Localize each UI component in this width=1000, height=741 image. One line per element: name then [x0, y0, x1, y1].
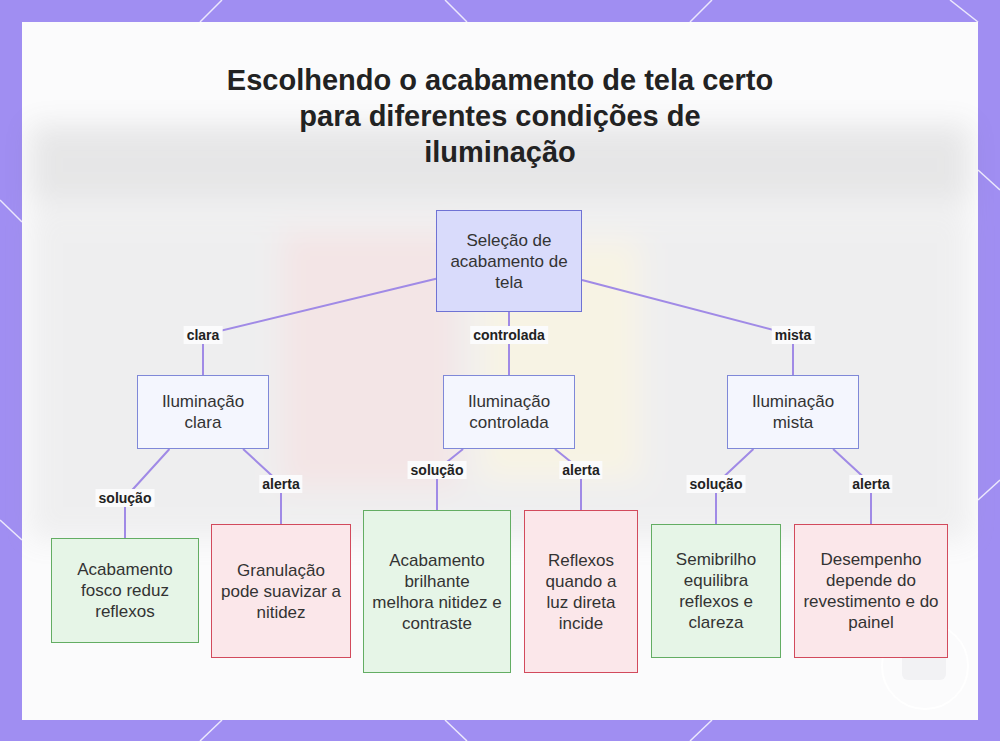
- edge-label: alerta: [849, 475, 892, 493]
- connector-line: [582, 280, 793, 375]
- category-box: Iluminação clara: [137, 375, 269, 449]
- edge-label: alerta: [559, 461, 602, 479]
- node-text: Iluminação controlada: [452, 391, 566, 433]
- node-text: Acabamento fosco reduz reflexos: [60, 559, 190, 622]
- category-box: Iluminação mista: [727, 375, 859, 449]
- connector-line: [203, 279, 436, 375]
- node-text: Seleção de acabamento de tela: [445, 230, 573, 293]
- node-text: Iluminação mista: [736, 391, 850, 433]
- connector-line: [555, 449, 581, 510]
- root-box: Seleção de acabamento de tela: [436, 210, 582, 312]
- edge-label: clara: [184, 326, 223, 344]
- category-box: Iluminação controlada: [443, 375, 575, 449]
- diagram-title: Escolhendo o acabamento de tela certo pa…: [220, 62, 780, 170]
- solution-box: Semibrilho equilibra reflexos e clareza: [651, 524, 781, 658]
- edge-label: solução: [687, 475, 746, 493]
- solution-box: Acabamento brilhante melhora nitidez e c…: [363, 510, 511, 673]
- edge-label: mista: [772, 326, 815, 344]
- edge-label: solução: [96, 489, 155, 507]
- edge-label: controlada: [470, 326, 548, 344]
- alert-box: Desempenho depende do revestimento e do …: [794, 524, 948, 658]
- alert-box: Reflexos quando a luz direta incide: [524, 510, 638, 673]
- blurred-backdrop: [30, 125, 970, 540]
- connector-line: [437, 449, 463, 510]
- node-text: Acabamento brilhante melhora nitidez e c…: [372, 550, 502, 634]
- alert-box: Granulação pode suavizar a nitidez: [211, 524, 351, 658]
- node-text: Desempenho depende do revestimento e do …: [803, 549, 939, 633]
- node-text: Reflexos quando a luz direta incide: [533, 550, 629, 634]
- solution-box: Acabamento fosco reduz reflexos: [51, 538, 199, 643]
- edge-label: alerta: [259, 475, 302, 493]
- node-text: Semibrilho equilibra reflexos e clareza: [660, 549, 772, 633]
- node-text: Iluminação clara: [146, 391, 260, 433]
- node-text: Granulação pode suavizar a nitidez: [220, 560, 342, 623]
- edge-label: solução: [408, 461, 467, 479]
